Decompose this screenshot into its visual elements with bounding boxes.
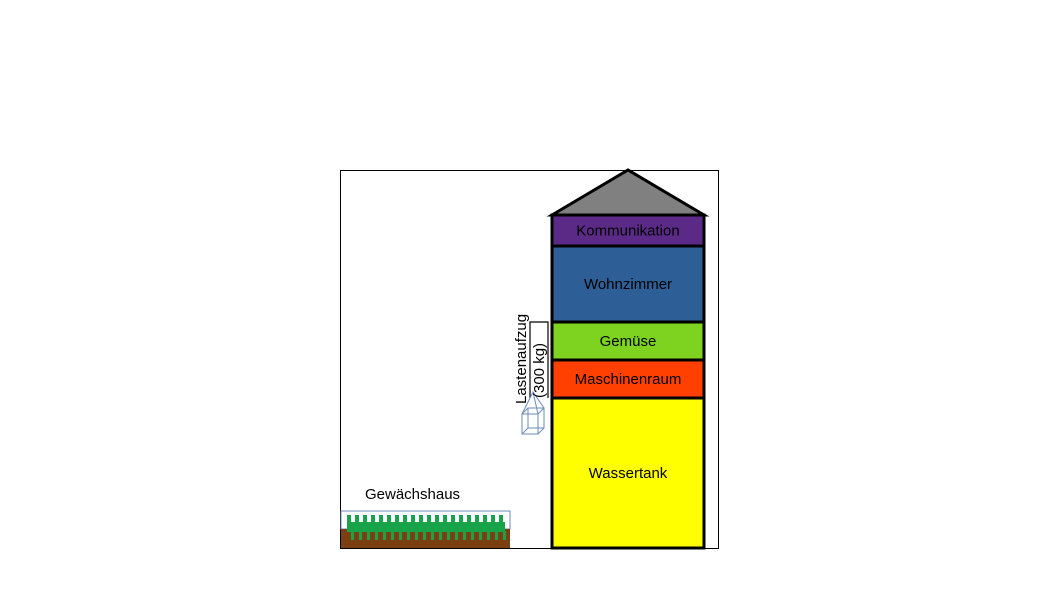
plant-root: [439, 531, 442, 540]
plant-leaf: [355, 515, 359, 523]
plant-root: [431, 531, 434, 540]
floor-communication: Kommunikation: [550, 213, 706, 248]
floor-label-machine-room: Maschinenraum: [575, 371, 682, 388]
elevator-label: Lastenaufzug: [513, 314, 530, 404]
plant-leaf: [411, 515, 415, 523]
plant-leaf: [419, 515, 423, 523]
floor-vegetables: Gemüse: [550, 320, 706, 362]
plant-root: [415, 531, 418, 540]
plant-root: [375, 531, 378, 540]
cargo-elevator: Lastenaufzug (300 kg): [513, 314, 549, 435]
plant-root: [391, 531, 394, 540]
plant-root: [351, 531, 354, 540]
floor-water-tank: Wassertank: [550, 396, 706, 550]
plant-leaf: [387, 515, 391, 523]
floor-label-vegetables: Gemüse: [600, 333, 657, 350]
plant-leaf: [451, 515, 455, 523]
plant-root: [463, 531, 466, 540]
plant-root: [359, 531, 362, 540]
floor-label-living-room: Wohnzimmer: [584, 276, 672, 293]
plant-leaf: [347, 515, 351, 523]
floor-living-room: Wohnzimmer: [550, 244, 706, 324]
plant-leaf: [371, 515, 375, 523]
plant-root: [407, 531, 410, 540]
greenhouse-plants: [347, 515, 506, 540]
plant-leaf: [491, 515, 495, 523]
plant-root: [423, 531, 426, 540]
floor-label-water-tank: Wassertank: [589, 465, 668, 482]
plant-leaf: [459, 515, 463, 523]
plant-leaf: [379, 515, 383, 523]
plant-leaf: [475, 515, 479, 523]
plant-root: [383, 531, 386, 540]
elevator-shaft: [529, 321, 549, 398]
plant-root: [503, 531, 506, 540]
plant-leaf: [403, 515, 407, 523]
plant-leaf: [443, 515, 447, 523]
plant-leaf: [427, 515, 431, 523]
plant-leaf: [499, 515, 503, 523]
plant-leaf: [467, 515, 471, 523]
plant-root: [479, 531, 482, 540]
plant-leaf: [363, 515, 367, 523]
plant-root: [447, 531, 450, 540]
plant-leaf: [395, 515, 399, 523]
greenhouse: Gewächshaus: [340, 486, 511, 548]
cube-icon: [521, 391, 545, 435]
elevator-capacity: (300 kg): [531, 343, 548, 398]
greenhouse-label: Gewächshaus: [365, 486, 460, 503]
plant-root: [399, 531, 402, 540]
plant-root: [367, 531, 370, 540]
plant-root: [487, 531, 490, 540]
plant-root: [455, 531, 458, 540]
plant-root: [495, 531, 498, 540]
floor-label-communication: Kommunikation: [576, 223, 679, 240]
plant-leaf: [483, 515, 487, 523]
plant-leaf: [435, 515, 439, 523]
floor-machine-room: Maschinenraum: [550, 358, 706, 400]
plant-band: [347, 522, 505, 532]
plant-root: [471, 531, 474, 540]
